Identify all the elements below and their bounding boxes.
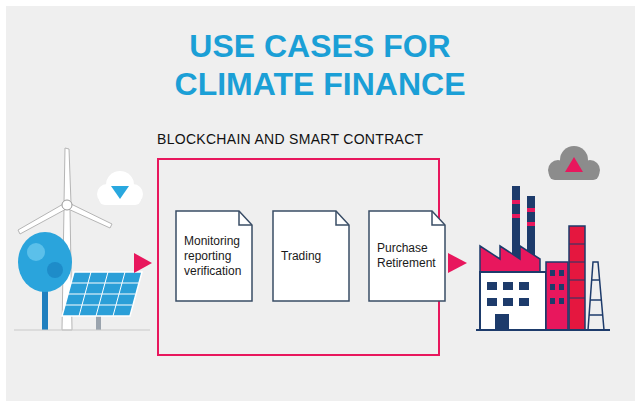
- flow-triangle: [134, 253, 152, 273]
- tree-canopy: [18, 232, 72, 292]
- chimney-stripe: [527, 222, 535, 226]
- factory: [476, 146, 610, 330]
- document-outline: [369, 211, 445, 301]
- lattice-tower: [588, 262, 604, 330]
- stack-bands: [569, 244, 585, 298]
- document-fold: [336, 211, 349, 225]
- blockchain-box: BLOCKCHAIN AND SMART CONTRACTMonitoring …: [157, 158, 440, 356]
- tree-highlight: [27, 243, 45, 261]
- document-box: Purchase Retirement: [368, 210, 446, 302]
- group-heading: BLOCKCHAIN AND SMART CONTRACT: [157, 130, 517, 148]
- chimney-stripe: [512, 200, 520, 204]
- factory-block: [546, 262, 568, 330]
- document-box: Monitoring reporting verification: [175, 210, 253, 302]
- factory-hall: [480, 272, 546, 330]
- panel-face: [62, 272, 142, 316]
- smoke-stack: [569, 226, 585, 330]
- document-box: Trading: [272, 210, 350, 302]
- smoke-cloud: [548, 146, 600, 180]
- document-outline: [273, 211, 349, 301]
- document-label: Trading: [281, 249, 321, 264]
- turbine-blade: [64, 148, 71, 203]
- chimney-stripe: [527, 208, 535, 212]
- sawtooth-roof: [480, 246, 540, 272]
- clean-cloud: [97, 171, 143, 205]
- document-label: Monitoring reporting verification: [184, 234, 250, 279]
- tree-shade: [47, 262, 63, 278]
- flow-triangle: [448, 253, 467, 273]
- document-fold: [432, 211, 445, 225]
- up-triangle: [565, 157, 583, 172]
- factory-ground: [476, 329, 610, 331]
- ground-line: [14, 330, 150, 331]
- panel-grid: [64, 272, 139, 316]
- factory-windows: [487, 282, 529, 330]
- document-label: Purchase Retirement: [377, 241, 443, 271]
- chimney-stripe: [512, 214, 520, 218]
- background-panel: [6, 6, 635, 401]
- turbine-blade: [18, 203, 68, 234]
- solar-panel: [62, 272, 142, 330]
- document-outline: [176, 211, 252, 301]
- diagram-title: USE CASES FOR CLIMATE FINANCE: [120, 27, 520, 103]
- turbine-hub: [62, 200, 72, 210]
- document-fold: [239, 211, 252, 225]
- turbine-blade: [66, 203, 112, 228]
- down-triangle: [111, 186, 129, 199]
- factory-windows: [550, 270, 564, 304]
